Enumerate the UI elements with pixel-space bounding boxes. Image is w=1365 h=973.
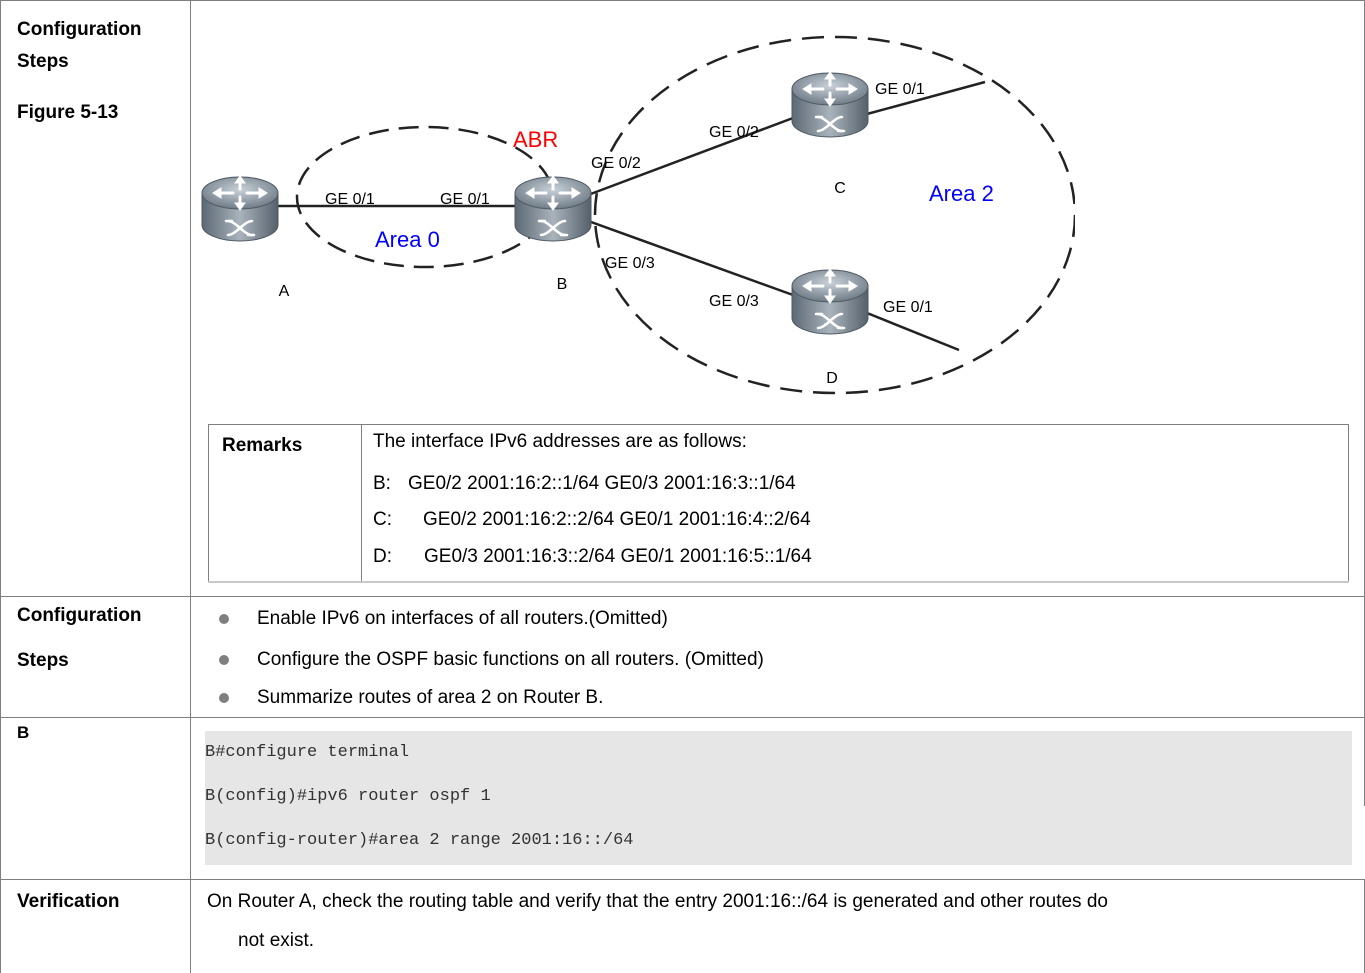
router-b-name: B [557,276,568,293]
section-label-steps: Steps [17,51,69,72]
port-c-ge02: GE 0/2 [709,124,759,141]
link-c-ext [866,80,986,116]
remarks-line-text: GE0/2 2001:16:2::1/64 GE0/3 2001:16:3::1… [408,473,796,494]
table-left-border [0,0,1,973]
command-block [205,731,1352,865]
router-b-icon [513,174,593,243]
remarks-line-prefix: B: [373,473,391,494]
port-a-ge01: GE 0/1 [325,191,375,208]
link-d-ext [866,311,960,352]
verification-text-line1: On Router A, check the routing table and… [207,891,1108,912]
remarks-line-text: GE0/3 2001:16:3::2/64 GE0/1 2001:16:5::1… [424,546,812,567]
table-column-divider [190,0,191,973]
command-line: B(config-router)#area 2 range 2001:16::/… [205,831,634,850]
port-c-ge01: GE 0/1 [875,81,925,98]
remarks-bottom-rule [208,581,1349,583]
verification-label: Verification [17,891,120,912]
remarks-line-prefix: D: [373,546,392,567]
command-line: B#configure terminal [205,743,410,762]
area0-label: Area 0 [375,227,440,252]
table-top-border [0,0,1365,1]
remarks-line-prefix: C: [373,509,392,530]
abr-label: ABR [513,127,558,152]
router-a-icon [200,174,280,243]
verification-text-line2: not exist. [238,930,315,951]
steps-label-steps: Steps [17,650,69,671]
port-d-ge03: GE 0/3 [709,293,759,310]
step-item: Enable IPv6 on interfaces of all routers… [257,608,668,629]
remarks-line-text: GE0/2 2001:16:2::2/64 GE0/1 2001:16:4::2… [423,509,811,530]
link-b-d [579,216,794,297]
area2-label: Area 2 [929,181,994,206]
remarks-label: Remarks [222,435,303,456]
figure-number: Figure 5-13 [17,102,119,123]
router-d-name: D [826,370,838,387]
section-label-configuration: Configuration [17,19,142,40]
bullet-icon [219,693,229,703]
router-c-icon [790,70,870,139]
router-b-label: B [17,723,30,742]
port-b-ge02: GE 0/2 [591,155,641,172]
port-b-ge03: GE 0/3 [605,255,655,272]
row-divider-1 [0,596,1365,597]
link-b-c [579,116,794,200]
remarks-intro: The interface IPv6 addresses are as foll… [373,431,747,452]
row-divider-2 [0,717,1365,718]
remarks-divider [361,424,362,582]
command-line: B(config)#ipv6 router ospf 1 [205,787,491,806]
router-c-name: C [834,180,846,197]
steps-label-configuration: Configuration [17,605,142,626]
router-a-name: A [279,283,290,300]
step-item: Configure the OSPF basic functions on al… [257,649,764,670]
router-d-icon [790,267,870,336]
port-b-ge01: GE 0/1 [440,191,490,208]
row-divider-3 [0,879,1365,880]
step-item: Summarize routes of area 2 on Router B. [257,687,604,708]
ospf-topology-diagram: A B C D GE 0/1 GE 0/1 GE 0/2 GE 0/3 GE 0… [200,35,1075,395]
bullet-icon [219,614,229,624]
port-d-ge01: GE 0/1 [883,299,933,316]
bullet-icon [219,655,229,665]
